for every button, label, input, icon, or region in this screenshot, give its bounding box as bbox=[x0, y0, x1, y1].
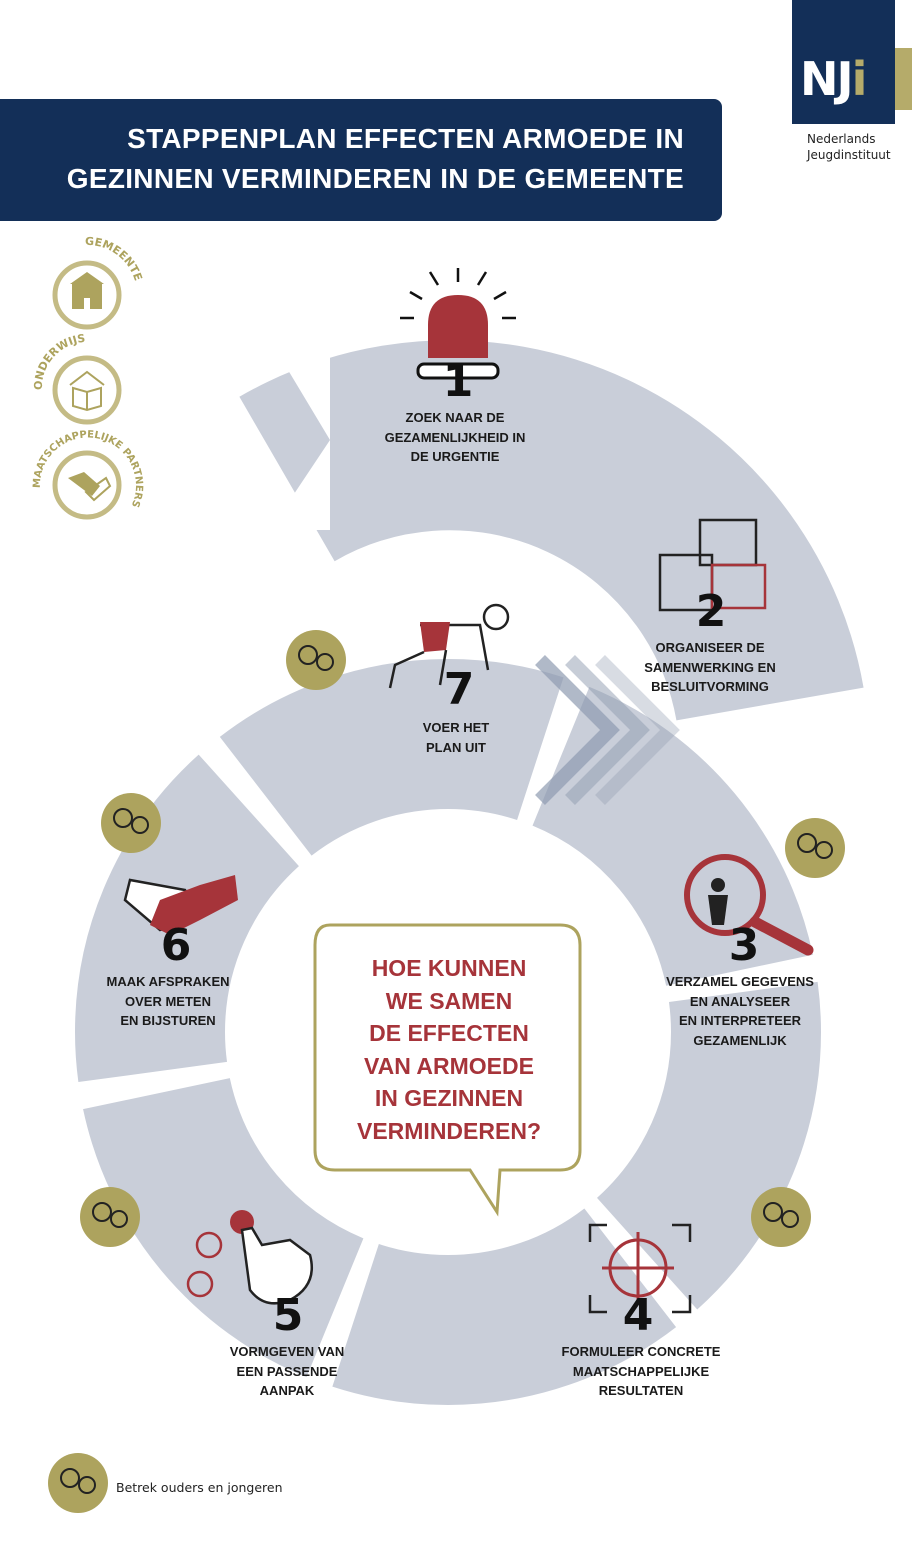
page-title-line2: GEZINNEN VERMINDEREN IN DE GEMEENTE bbox=[66, 163, 684, 194]
label-line: FORMULEER CONCRETE bbox=[561, 1344, 721, 1359]
logo-accent bbox=[895, 48, 912, 110]
step-2-number: 2 bbox=[695, 586, 727, 637]
step-1-number: 1 bbox=[442, 356, 474, 407]
step-3-label: VERZAMEL GEGEVENS EN ANALYSEER EN INTERPRE… bbox=[640, 972, 840, 1050]
step-4-number: 4 bbox=[622, 1290, 654, 1341]
step-7-number: 7 bbox=[443, 664, 475, 715]
stakeholder-onderwijs: ONDERWIJS bbox=[32, 332, 122, 425]
top-arrow bbox=[239, 340, 864, 723]
step-5-number: 5 bbox=[272, 1290, 304, 1341]
step-2-label: ORGANISEER DE SAMENWERKING EN BESLUITVORMI… bbox=[610, 638, 810, 697]
org-line: Jeugdinstituut bbox=[807, 148, 891, 162]
step-5-label: VORMGEVEN VAN EEN PASSENDE AANPAK bbox=[187, 1342, 387, 1401]
label-line: PLAN UIT bbox=[426, 739, 486, 755]
handshake-icon bbox=[68, 472, 112, 502]
book-house-icon bbox=[69, 370, 105, 412]
handshake-icon bbox=[123, 875, 238, 935]
target-icon bbox=[588, 1223, 692, 1314]
label-line: EEN PASSENDE bbox=[236, 1363, 338, 1379]
nji-logo bbox=[792, 0, 895, 124]
runner-icon bbox=[388, 603, 510, 689]
label-line: VORMGEVEN VAN bbox=[229, 1344, 345, 1359]
label-line: OVER METEN bbox=[125, 993, 211, 1009]
speech-bubble bbox=[313, 923, 582, 1217]
title-banner: STAPPENPLAN EFFECTEN ARMOEDE IN GEZINNEN… bbox=[0, 99, 722, 221]
question-line: VERMINDEREN? bbox=[356, 1117, 541, 1144]
label-line: VERZAMEL GEGEVENS bbox=[666, 974, 814, 989]
label-line: AANPAK bbox=[259, 1383, 315, 1398]
label-line: MAAK AFSPRAKEN bbox=[106, 974, 230, 989]
step-3-number: 3 bbox=[728, 920, 760, 971]
question-line: DE EFFECTEN bbox=[369, 1020, 529, 1046]
stakeholder-gemeente: GEMEENTE bbox=[52, 235, 145, 330]
organisation-name: Nederlands Jeugdinstituut bbox=[807, 131, 907, 163]
label-line: GEZAMENLIJKHEID IN bbox=[384, 429, 526, 445]
logo-mark: NJi bbox=[800, 52, 868, 106]
label-line: VOER HET bbox=[422, 720, 490, 735]
chevrons-icon bbox=[535, 655, 680, 805]
stakeholder-label: MAATSCHAPPELIJKE PARTNERS bbox=[32, 429, 144, 508]
siren-icon bbox=[400, 268, 516, 380]
cycle-ring bbox=[75, 659, 821, 1405]
label-line: ORGANISEER DE bbox=[655, 640, 765, 655]
label-line: BESLUITVORMING bbox=[651, 679, 769, 694]
label-line: ZOEK NAAR DE bbox=[405, 410, 505, 425]
step-4-label: FORMULEER CONCRETE MAATSCHAPPELIJKE RESULT… bbox=[541, 1342, 741, 1401]
town-hall-icon bbox=[70, 272, 104, 309]
label-line: GEZAMENLIJK bbox=[693, 1032, 787, 1048]
label-line: EN BIJSTUREN bbox=[120, 1013, 216, 1028]
page-title-line1: STAPPENPLAN EFFECTEN ARMOEDE IN bbox=[127, 123, 684, 154]
step-6-number: 6 bbox=[160, 920, 192, 971]
question-line: WE SAMEN bbox=[385, 987, 513, 1014]
legend-label: Betrek ouders en jongeren bbox=[116, 1480, 283, 1495]
center-question: HOE KUNNEN WE SAMEN DE EFFECTEN VAN ARMO… bbox=[318, 952, 580, 1147]
stakeholder-partners: MAATSCHAPPELIJKE PARTNERS bbox=[32, 429, 144, 520]
step-6-label: MAAK AFSPRAKEN OVER METEN EN BIJSTUREN bbox=[68, 972, 268, 1031]
label-line: DE URGENTIE bbox=[410, 449, 500, 464]
magnifier-icon bbox=[684, 854, 814, 956]
arrow-tail-notch bbox=[270, 340, 330, 530]
question-line: HOE KUNNEN bbox=[371, 955, 527, 981]
label-line: MAATSCHAPPELIJKE bbox=[572, 1363, 710, 1379]
question-line: VAN ARMOEDE bbox=[364, 1052, 534, 1079]
hand-gears-icon bbox=[186, 1210, 313, 1305]
question-line: IN GEZINNEN bbox=[374, 1085, 524, 1111]
label-line: EN ANALYSEER bbox=[689, 993, 791, 1009]
step-7-label: VOER HET PLAN UIT bbox=[356, 718, 556, 757]
label-line: RESULTATEN bbox=[598, 1383, 684, 1398]
label-line: SAMENWERKING EN bbox=[644, 659, 776, 675]
org-line: Nederlands bbox=[807, 132, 876, 146]
logo-mark-i: i bbox=[851, 52, 868, 106]
label-line: EN INTERPRETEER bbox=[678, 1013, 802, 1028]
step-1-label: ZOEK NAAR DE GEZAMENLIJKHEID IN DE URGENTI… bbox=[355, 408, 555, 467]
puzzle-icon bbox=[658, 518, 767, 612]
svg-text:MAATSCHAPPELIJKE PARTNERS: MAATSCHAPPELIJKE PARTNERS bbox=[32, 429, 144, 508]
